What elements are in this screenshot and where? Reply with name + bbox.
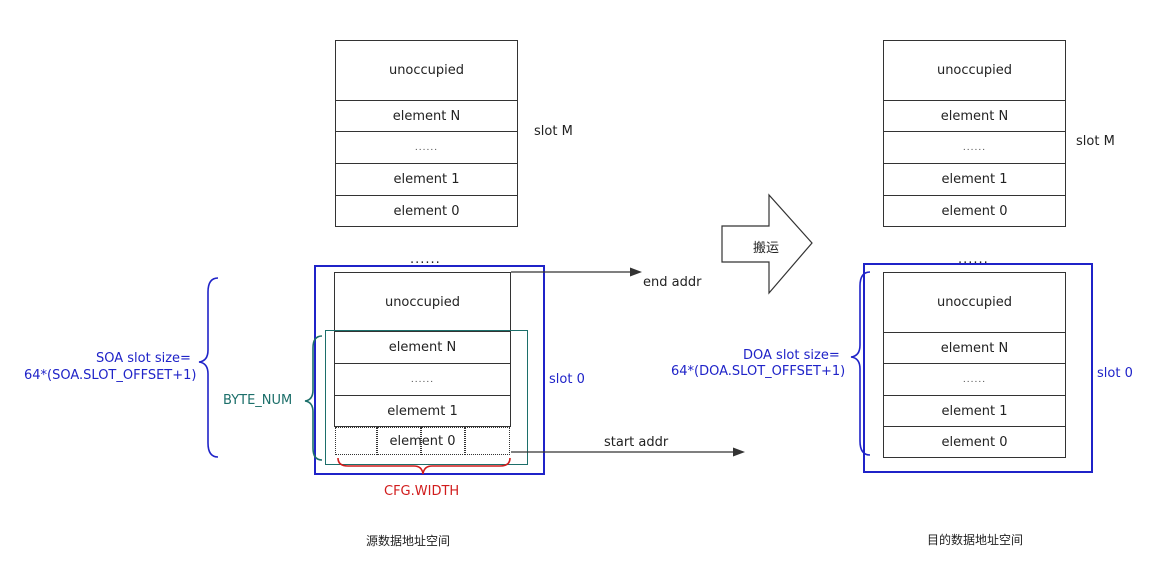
source-byte-cell-3 bbox=[421, 427, 465, 455]
soa-size-label-line2: 64*(SOA.SLOT_OFFSET+1) bbox=[24, 368, 197, 383]
transfer-arrow-icon bbox=[721, 193, 813, 295]
transfer-label: 搬运 bbox=[753, 241, 780, 256]
dest-slot-0-element-1: element 1 bbox=[883, 395, 1066, 427]
start-addr-label: start addr bbox=[604, 435, 669, 450]
source-slot-0-element-0: element 0 bbox=[389, 434, 456, 449]
source-gap-ellipsis: ...... bbox=[410, 252, 441, 267]
soa-size-brace bbox=[198, 277, 219, 458]
dest-caption: 目的数据地址空间 bbox=[927, 533, 1024, 547]
doa-size-brace bbox=[850, 271, 871, 456]
source-byte-cell-4 bbox=[465, 427, 510, 455]
source-slot-m-element-0: element 0 bbox=[335, 195, 518, 227]
source-byte-cell-2 bbox=[377, 427, 421, 455]
dest-slot-m-ellipsis: ...... bbox=[883, 131, 1066, 164]
dest-slot-0-element-0: element 0 bbox=[883, 426, 1066, 458]
start-addr-arrowhead bbox=[733, 447, 745, 457]
doa-size-label-line2: 64*(DOA.SLOT_OFFSET+1) bbox=[671, 364, 846, 379]
source-slot-m-ellipsis: ...... bbox=[335, 131, 518, 164]
dest-slot-m-element-0: element 0 bbox=[883, 195, 1066, 227]
cfg-width-label: CFG.WIDTH bbox=[384, 484, 460, 499]
cfg-width-brace bbox=[337, 457, 511, 475]
source-byte-num-frame bbox=[325, 330, 528, 465]
dest-slot-m-element-n: element N bbox=[883, 100, 1066, 132]
doa-size-label-line1: DOA slot size= bbox=[743, 348, 840, 363]
source-byte-cell-1 bbox=[335, 427, 377, 455]
source-slot-m-unoccupied: unoccupied bbox=[335, 40, 518, 101]
dest-slot-m-element-1: element 1 bbox=[883, 163, 1066, 196]
dest-slot-0-label: slot 0 bbox=[1097, 366, 1133, 381]
dest-slot-0-ellipsis: ...... bbox=[883, 363, 1066, 396]
end-addr-arrowhead bbox=[630, 267, 642, 277]
source-slot-0-element-1: elememt 1 bbox=[334, 395, 511, 427]
source-caption: 源数据地址空间 bbox=[366, 534, 451, 548]
byte-num-brace bbox=[304, 335, 323, 461]
end-addr-label: end addr bbox=[643, 275, 702, 290]
source-slot-0-frame bbox=[314, 265, 545, 475]
dest-slot-m-label: slot M bbox=[1076, 134, 1115, 149]
dest-slot-0-frame bbox=[863, 263, 1093, 473]
soa-size-label-line1: SOA slot size= bbox=[96, 351, 191, 366]
source-slot-0-element-n: element N bbox=[334, 331, 511, 364]
source-slot-m-label: slot M bbox=[534, 124, 573, 139]
source-slot-m-element-1: element 1 bbox=[335, 163, 518, 196]
byte-num-label: BYTE_NUM bbox=[223, 393, 293, 408]
source-slot-0-unoccupied: unoccupied bbox=[334, 272, 511, 332]
dest-slot-m-unoccupied: unoccupied bbox=[883, 40, 1066, 101]
source-slot-0-label: slot 0 bbox=[549, 372, 585, 387]
